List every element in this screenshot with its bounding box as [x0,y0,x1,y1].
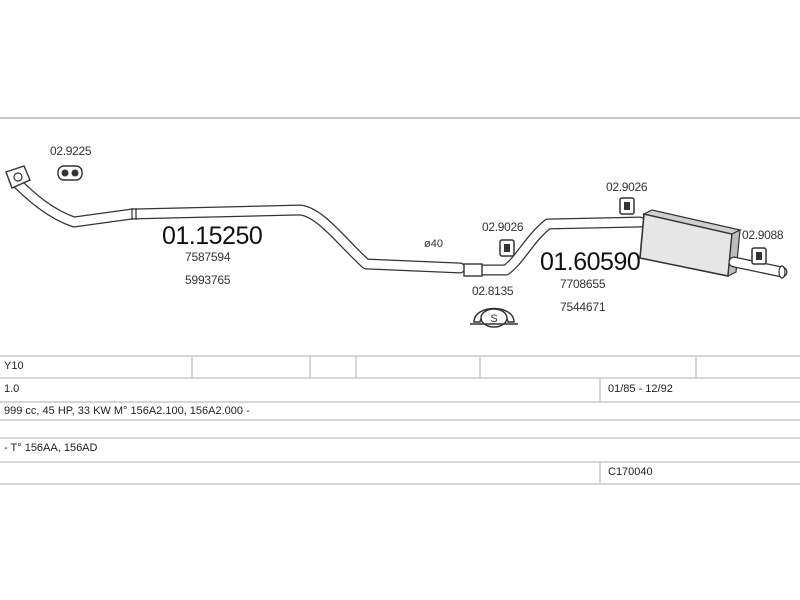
mount-rear-part-number: 02.9026 [606,180,648,194]
flange-gasket-part-number: 02.9225 [50,144,92,158]
engine-cell: 1.0 [4,383,20,395]
code-cell: C170040 [608,466,653,478]
rear-silencer-body [639,209,742,278]
svg-text:S: S [490,313,497,325]
model-cell: Y10 [4,360,24,372]
vehicle-table-grid [0,355,800,485]
front-pipe [8,174,466,274]
rubber-mount-front [499,239,515,257]
rubber-mount-rear [619,197,635,215]
mount-tail-part-number: 02.9088 [742,228,784,242]
rear-pipe [464,216,646,276]
rear-pipe-sleeve [463,263,483,277]
front-pipe-oe-number-2: 5993765 [185,273,231,287]
tail-pipe-end [778,265,786,279]
rear-silencer-part-number: 01.60590 [540,248,641,276]
front-pipe-oe-number-1: 7587594 [185,250,231,264]
years-cell: 01/85 - 12/92 [608,383,673,395]
rubber-mount-tail [751,247,767,265]
tail-pipe [728,256,788,278]
front-pipe-part-number: 01.15250 [162,222,263,250]
flange-gasket-part [57,165,83,181]
pipe-diameter-label: ø40 [424,238,443,250]
spec-cell: 999 cc, 45 HP, 33 KW M° 156A2.100, 156A2… [4,405,250,417]
rear-silencer-oe-number-1: 7708655 [560,277,606,291]
clamp-part-number: 02.8135 [472,284,514,298]
exhaust-clamp: S [470,307,518,328]
type-cell: - T° 156AA, 156AD [4,442,98,454]
rear-silencer-oe-number-2: 7544671 [560,300,606,314]
front-flange [5,165,31,189]
mount-front-part-number: 02.9026 [482,220,524,234]
